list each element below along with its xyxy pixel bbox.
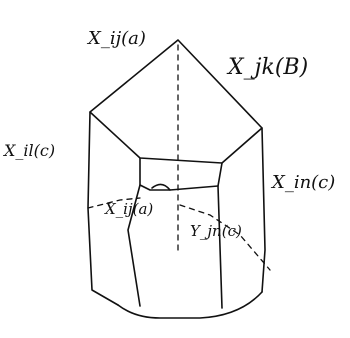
label-center-small: X_ij(a) (104, 200, 153, 218)
middle-right-back-edge (179, 204, 271, 271)
right-edge (261, 127, 266, 293)
label-top-vertex: X_ij(a) (86, 28, 146, 49)
middle-back-edge (87, 197, 141, 209)
small-center-loop (151, 183, 171, 191)
label-center-right: Y_jn(c) (190, 222, 242, 240)
front-left-edge (127, 157, 141, 307)
label-left-edge: X_il(c) (2, 141, 55, 160)
label-right-edge: X_in(c) (270, 172, 335, 193)
bottom-edge (117, 291, 263, 319)
label-top-right-edge: X_jk(B) (226, 55, 308, 80)
top-face (89, 39, 263, 164)
middle-front-edge (139, 184, 219, 191)
left-edge (87, 111, 119, 306)
